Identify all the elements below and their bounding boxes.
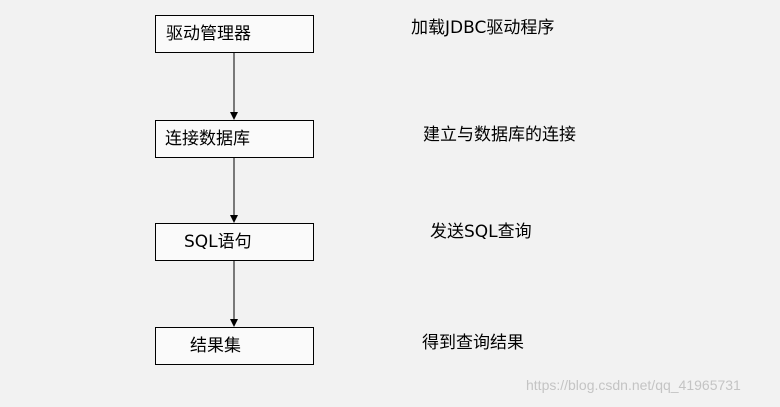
step-box-sql-statement: SQL语句 xyxy=(155,223,314,261)
step-label: 驱动管理器 xyxy=(166,24,251,44)
step-box-driver-manager: 驱动管理器 xyxy=(155,15,314,53)
step-description-get-results: 得到查询结果 xyxy=(422,333,524,353)
step-label: SQL语句 xyxy=(184,232,252,252)
step-description-establish-connection: 建立与数据库的连接 xyxy=(423,125,576,145)
step-label: 结果集 xyxy=(190,336,241,356)
step-description-send-query: 发送SQL查询 xyxy=(430,222,532,242)
step-description-load-driver: 加载JDBC驱动程序 xyxy=(411,18,555,38)
step-label: 连接数据库 xyxy=(165,129,250,149)
watermark: https://blog.csdn.net/qq_41965731 xyxy=(526,377,741,393)
step-box-connect-database: 连接数据库 xyxy=(155,120,314,158)
step-box-result-set: 结果集 xyxy=(155,327,314,365)
